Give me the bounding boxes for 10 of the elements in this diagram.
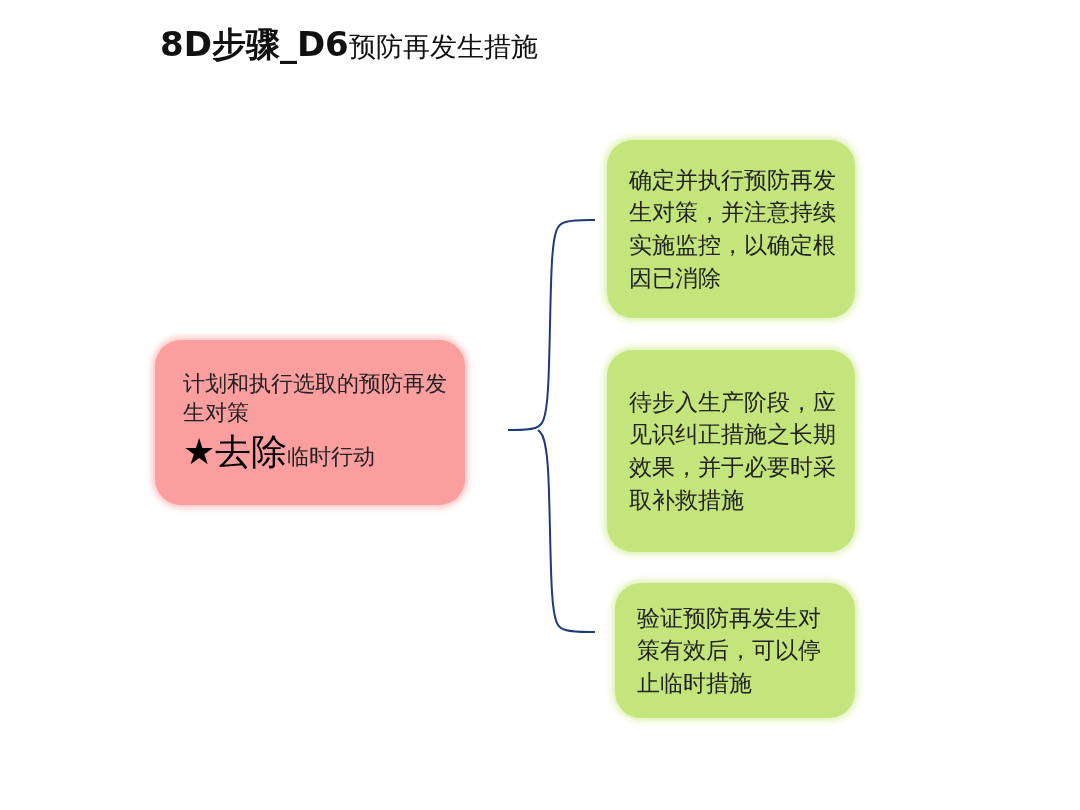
box-text: 验证预防再发生对策有效后，可以停止临时措施	[637, 603, 822, 698]
box-text: 计划和执行选取的预防再发生对策	[183, 369, 447, 428]
slide-title: 8D步骤_D6预防再发生措施	[160, 23, 538, 66]
measure-box	[607, 350, 855, 552]
measure-box	[615, 583, 855, 718]
measure-box	[607, 140, 855, 318]
plan-box	[155, 340, 465, 505]
box-text: ★去除临时行动	[183, 429, 377, 474]
box-text: 待步入生产阶段，应见识纠正措施之长期效果，并于必要时采取补救措施	[629, 387, 837, 515]
box-text: 确定并执行预防再发生对策，并注意持续实施监控，以确定根因已消除	[629, 165, 837, 293]
